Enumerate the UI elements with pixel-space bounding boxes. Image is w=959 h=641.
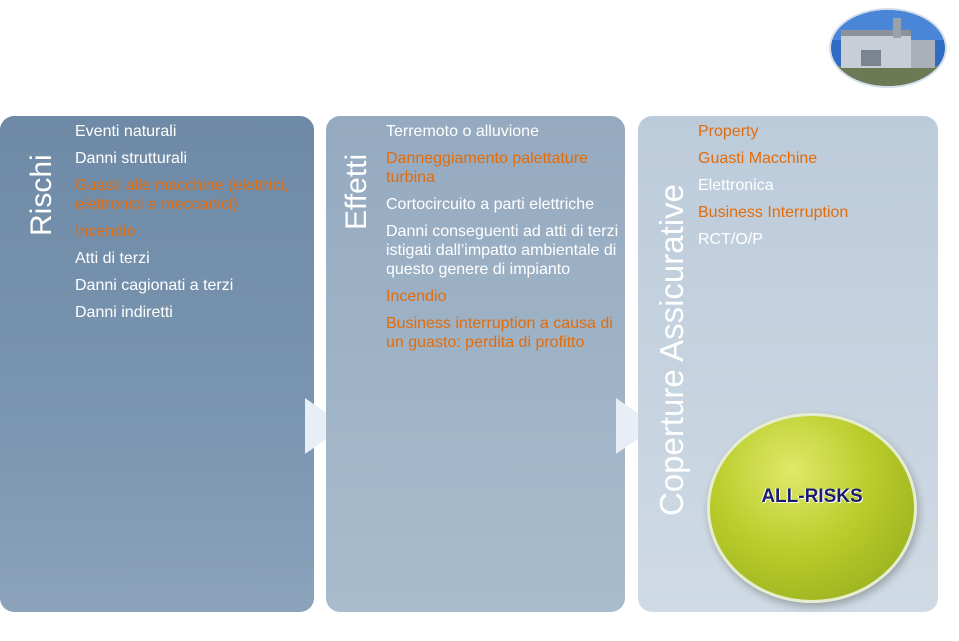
list-item: Incendio (386, 288, 447, 305)
list-item: Danni conseguenti ad atti di terzi istig… (386, 223, 619, 278)
list-item: Guasti alle macchine (elettrici, elettro… (75, 177, 289, 213)
list-item: Incendio (75, 223, 136, 240)
list-item: Property (698, 123, 759, 140)
rischi-title: Rischi (25, 154, 58, 236)
list-item: Danni cagionati a terzi (75, 277, 234, 294)
all-risks-badge: ALL-RISKS (707, 413, 917, 603)
power-plant-photo (829, 8, 947, 88)
list-item: Danni strutturali (75, 150, 188, 167)
effetti-title: Effetti (340, 153, 373, 230)
list-item: Guasti Macchine (698, 150, 818, 167)
list-item: RCT/O/P (698, 231, 763, 248)
list-item: Elettronica (698, 177, 774, 194)
list-item: Business Interruption (698, 204, 849, 221)
all-risks-label: ALL-RISKS (761, 486, 863, 507)
list-item: Eventi naturali (75, 123, 177, 140)
list-item: Atti di terzi (75, 250, 150, 267)
list-item: Danneggiamento palettature turbina (386, 150, 588, 186)
list-item: Cortocircuito a parti elettriche (386, 196, 595, 213)
list-item: Terremoto o alluvione (386, 123, 539, 140)
list-item: Business interruption a causa di un guas… (386, 315, 613, 351)
list-item: Danni indiretti (75, 304, 173, 321)
coperture-title: Coperture Assicurative (653, 184, 690, 516)
